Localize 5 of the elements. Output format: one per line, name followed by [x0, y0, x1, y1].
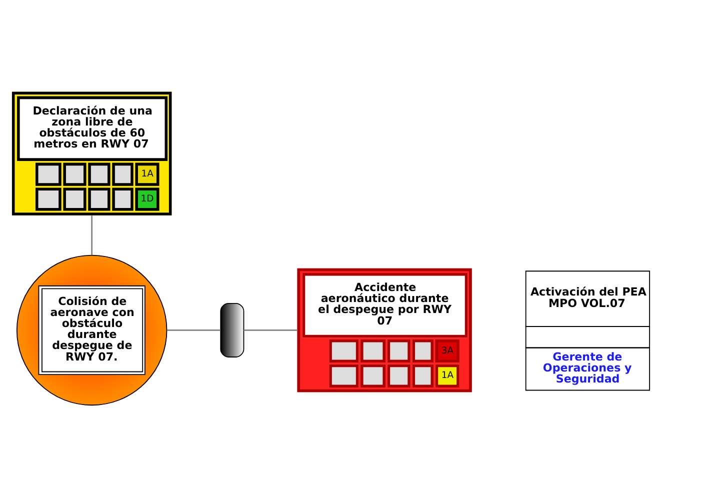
connector — [91, 216, 93, 255]
connector — [244, 330, 298, 331]
connector — [166, 330, 220, 331]
node-circle: Colisión de aeronave con obstáculo durante despegue de RWY 07. — [16, 254, 168, 406]
node-bar — [220, 302, 244, 358]
